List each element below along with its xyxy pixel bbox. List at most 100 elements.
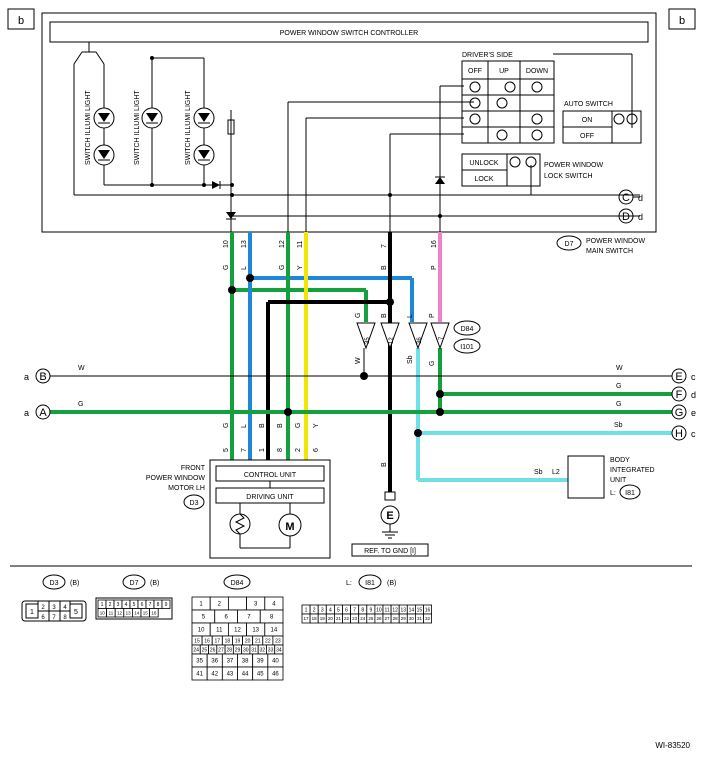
connector-pin-label: 5	[202, 615, 206, 621]
connector-pin-label: 16	[151, 610, 157, 615]
terminal-d-letter: D	[622, 211, 630, 223]
lock-switch-row: LOCK	[474, 176, 493, 183]
connector-pin-label: 1	[305, 607, 308, 613]
connector-pin-label: 37	[227, 659, 234, 665]
terminal-g	[671, 404, 687, 420]
connector-d84-code: D84	[231, 580, 244, 587]
connector-pin-label: 30	[409, 616, 415, 621]
svg-text:7: 7	[241, 448, 248, 452]
motor-code: D3	[190, 500, 199, 507]
page-marker-right: b	[679, 15, 685, 27]
pin-label: 13	[241, 240, 248, 248]
page-marker-left: b	[18, 15, 24, 27]
main-switch-pin-labels: 10 13 12 11 7 16 G L G Y B P	[223, 240, 438, 270]
svg-text:Y: Y	[313, 423, 320, 428]
connector-code-badge	[122, 574, 146, 590]
connector-pin-label: 18	[312, 616, 318, 621]
connector-pin-label: 6	[345, 607, 348, 613]
connector-pin-cell	[227, 596, 247, 611]
terminal-e	[671, 368, 687, 384]
connector-pin-label: 14	[409, 607, 415, 613]
connector-pin-label: 8	[270, 615, 274, 621]
connector-pin-label: 27	[218, 647, 224, 653]
svg-text:G: G	[295, 423, 302, 428]
terminal-g-ref: e	[691, 408, 696, 418]
terminal-h	[671, 425, 687, 441]
terminal-d	[618, 208, 634, 224]
connector-pin-label: 26	[376, 616, 382, 621]
svg-text:8: 8	[277, 448, 284, 452]
connector-pin-label: 20	[328, 616, 334, 621]
controller-title: POWER WINDOW SWITCH CONTROLLER	[280, 30, 418, 37]
connector-pin-label: 8	[157, 602, 160, 608]
connector-i81-code: I81	[365, 580, 375, 587]
main-switch-housing	[41, 12, 657, 233]
joint-pin: 36	[417, 337, 423, 344]
pin-label: 16	[431, 240, 438, 248]
svg-text:2: 2	[295, 448, 302, 452]
connector-pin-label: 31	[251, 647, 257, 653]
pin-label: 10	[223, 240, 230, 248]
connector-pin-label: 36	[211, 659, 218, 665]
motor-title: FRONT	[181, 465, 206, 472]
connector-pin-label: 26	[210, 647, 216, 653]
connector-pin-label: 32	[260, 647, 266, 653]
wire-label: Y	[297, 265, 304, 270]
connector-pin-label: 23	[275, 638, 281, 644]
connector-pin-label: 11	[384, 607, 389, 613]
line-b-wire: W	[78, 365, 85, 372]
main-switch-code-badge	[556, 235, 582, 251]
lock-switch	[461, 153, 541, 187]
connector-d3-pin: 7	[52, 615, 56, 621]
joint-wire-top: G	[355, 313, 362, 318]
connector-pin-label: 20	[245, 638, 251, 644]
joint-wire-bottom: Sb	[407, 355, 414, 364]
connector-pin-label: 22	[344, 616, 350, 621]
connector-pin-label: 28	[393, 616, 399, 621]
connector-pin-label: 12	[117, 610, 123, 615]
terminal-e-ref: c	[691, 372, 696, 382]
connector-pin-label: 14	[271, 628, 278, 634]
connector-pin-label: 11	[216, 628, 223, 634]
wire-label: G	[279, 265, 286, 270]
wire-label: B	[381, 265, 388, 270]
connector-pin-label: 11	[109, 610, 114, 615]
joint-code: I101	[460, 344, 474, 351]
terminal-g-letter: G	[675, 407, 684, 419]
connector-pin-label: 40	[272, 659, 279, 665]
connector-d3-pin: 4	[63, 605, 67, 611]
connector-pin-label: 16	[425, 607, 431, 613]
terminal-c-ref: d	[638, 193, 643, 203]
line-a-left-ref: a	[24, 408, 29, 418]
led-icon	[93, 107, 215, 166]
connector-pin-label: 6	[224, 615, 228, 621]
connector-pin-label: 10	[100, 610, 106, 615]
body-unit-pin: L2	[552, 469, 560, 476]
connector-pin-label: 33	[268, 647, 274, 653]
connector-pin-label: 19	[235, 638, 241, 644]
connector-pin-label: 30	[243, 647, 249, 653]
connector-d3-pin: 5	[74, 609, 78, 616]
terminal-c	[618, 189, 640, 205]
connector-d3	[21, 600, 87, 622]
motor-title: MOTOR LH	[168, 485, 205, 492]
connector-pin-label: 32	[425, 616, 431, 621]
connector-pin-label: 45	[257, 672, 264, 678]
terminal-f-ref: d	[691, 390, 696, 400]
ground-wire: B	[381, 462, 388, 467]
joint-wire-top: P	[429, 313, 436, 318]
auto-switch	[562, 110, 642, 144]
connector-pin-label: 13	[400, 607, 406, 613]
terminal-c-letter: C	[622, 192, 630, 204]
auto-switch-title: AUTO SWITCH	[564, 101, 613, 108]
motor-housing	[209, 459, 331, 559]
connector-pin-label: 29	[401, 616, 407, 621]
connector-pin-label: 39	[257, 659, 264, 665]
svg-text:5: 5	[223, 448, 230, 452]
control-unit-label: CONTROL UNIT	[244, 472, 297, 479]
svg-text:B: B	[259, 423, 266, 428]
connector-pin-label: 2	[218, 602, 222, 608]
auto-switch-row: ON	[582, 117, 593, 124]
